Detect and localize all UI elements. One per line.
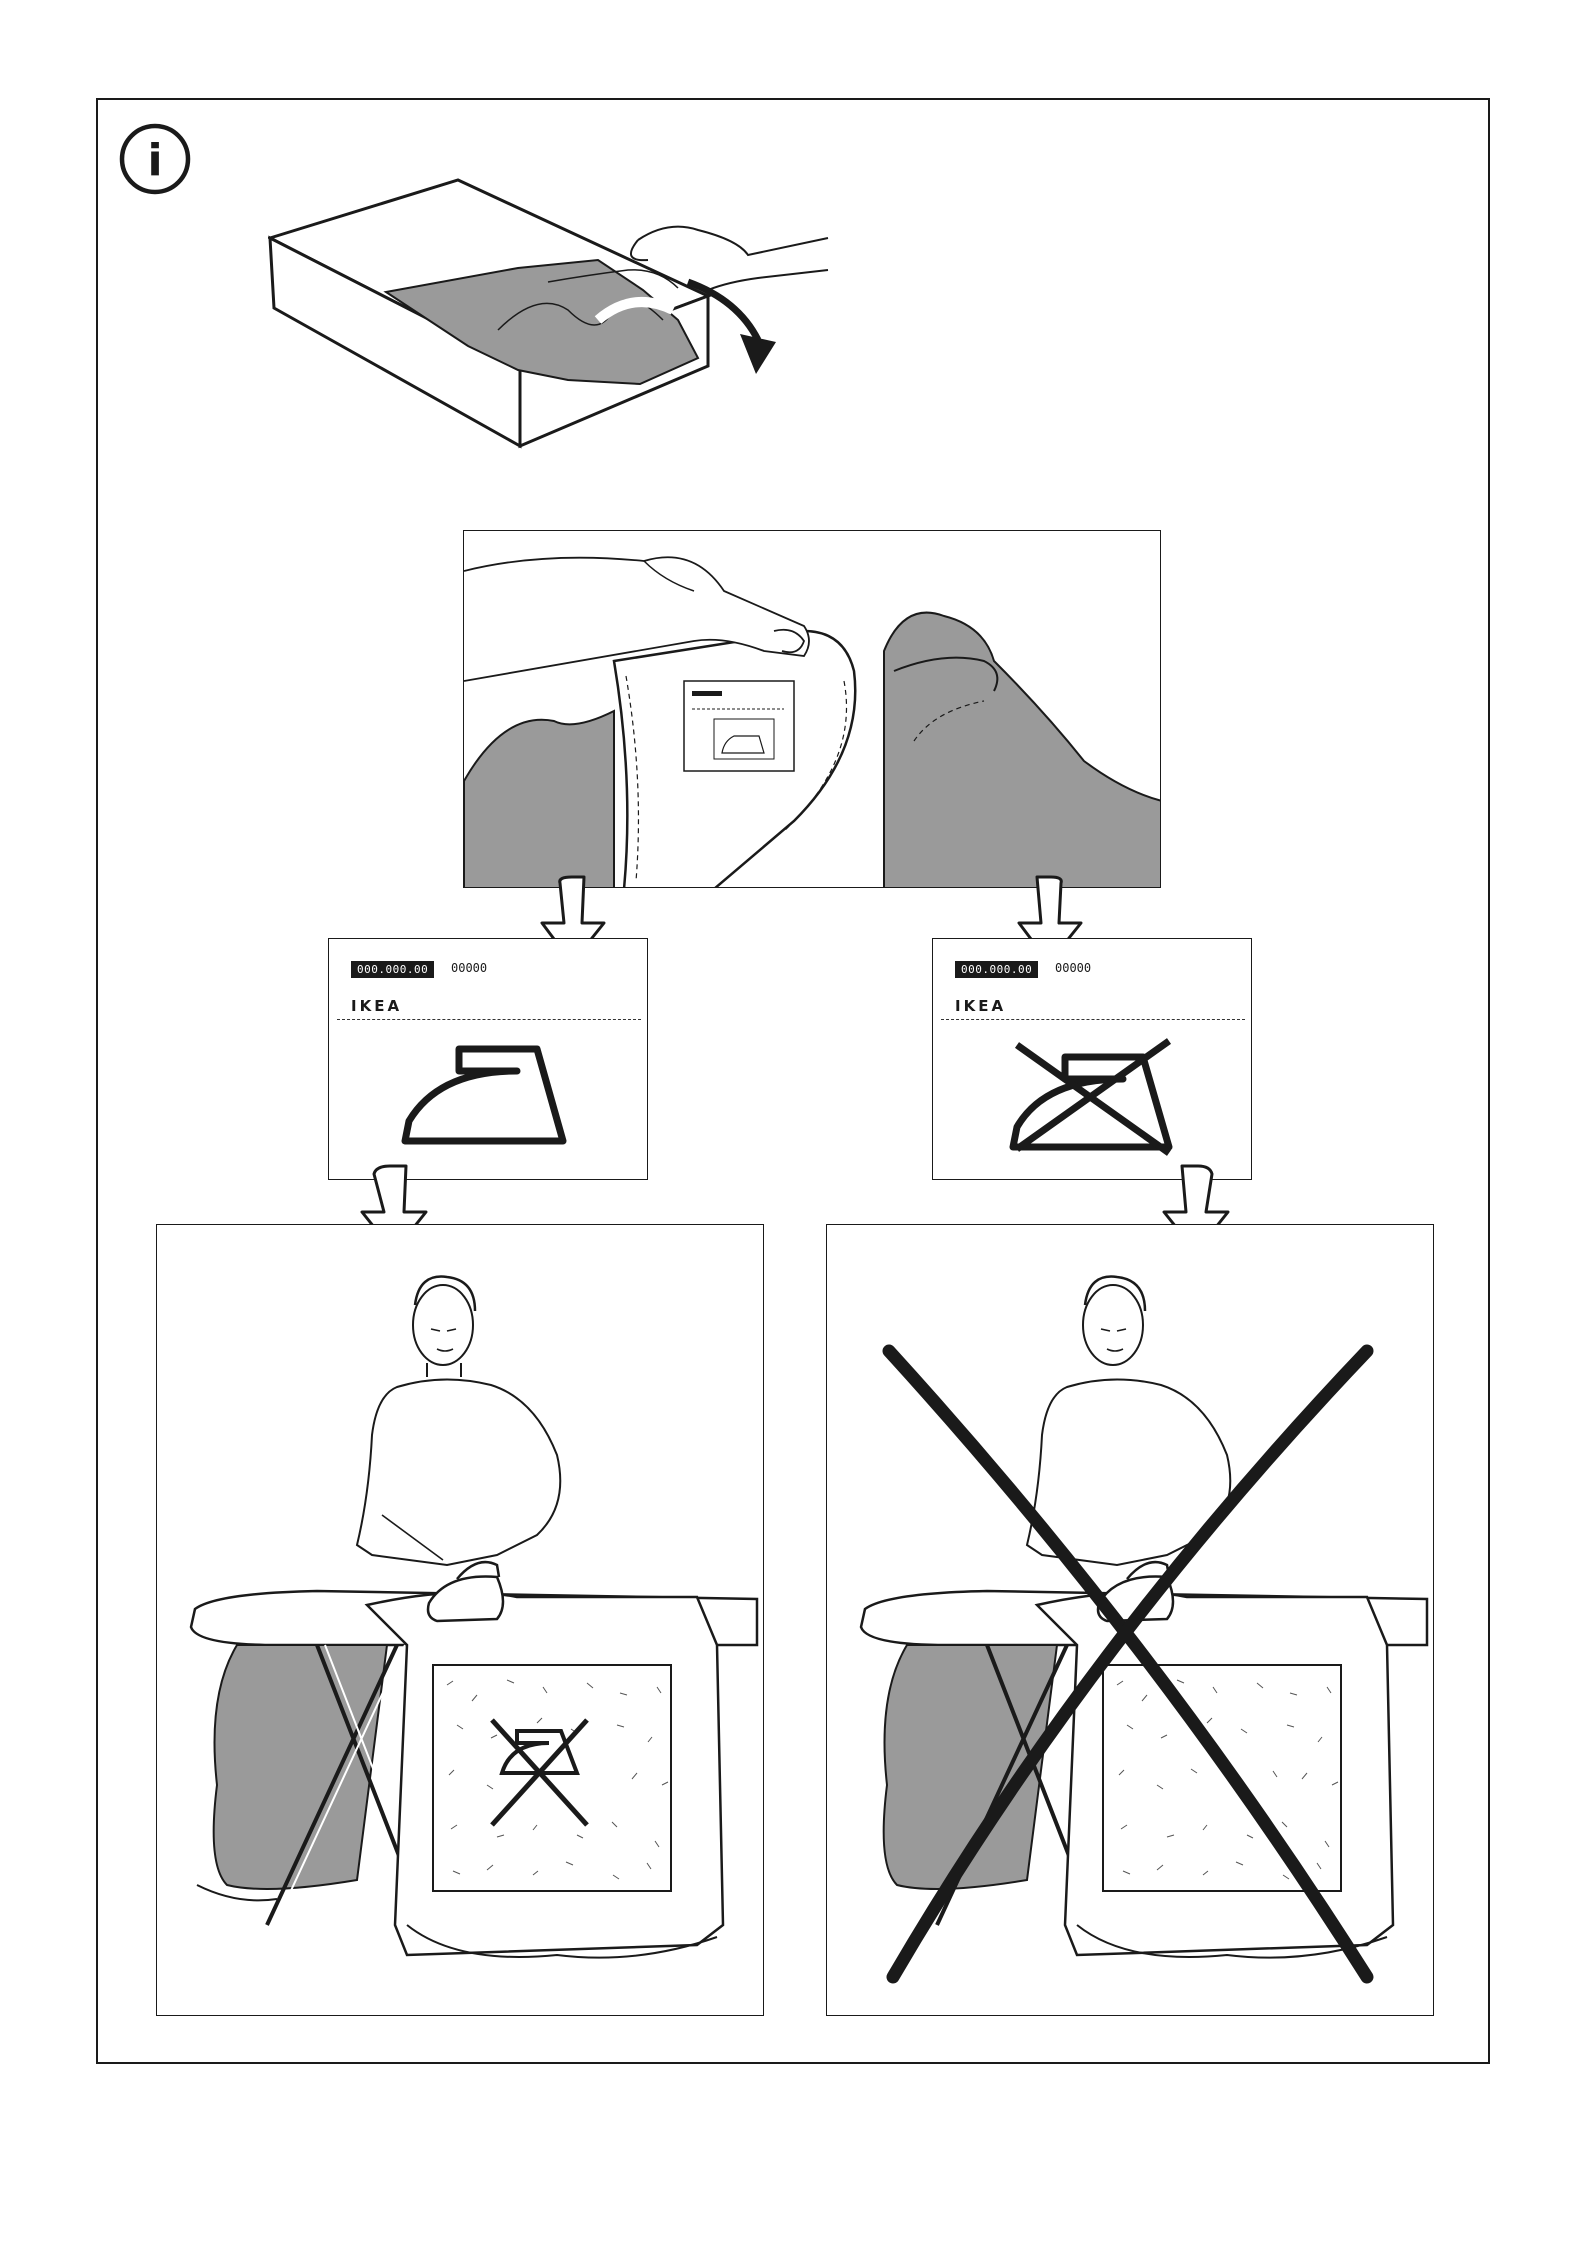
label-divider — [941, 1019, 1245, 1020]
box-unpacking-illustration — [268, 170, 888, 470]
instruction-page-frame: i — [96, 98, 1490, 2064]
label-article-code: 000.000.00 — [955, 961, 1038, 978]
iron-allowed-icon — [399, 1041, 569, 1151]
info-icon: i — [118, 122, 192, 196]
label-brand: IKEA — [955, 997, 1006, 1015]
label-brand: IKEA — [351, 997, 402, 1015]
label-number: 00000 — [451, 961, 487, 975]
do-not-iron-icon — [1003, 1035, 1183, 1159]
ironing-scene-correct — [156, 1224, 764, 2016]
care-label-iron-allowed: 000.000.00 00000 IKEA — [328, 938, 648, 1180]
info-icon-glyph: i — [147, 135, 162, 186]
label-divider — [337, 1019, 641, 1020]
care-label-do-not-iron: 000.000.00 00000 IKEA — [932, 938, 1252, 1180]
ironing-scene-incorrect — [826, 1224, 1434, 2016]
label-number: 00000 — [1055, 961, 1091, 975]
find-label-panel — [463, 530, 1161, 888]
label-article-code: 000.000.00 — [351, 961, 434, 978]
